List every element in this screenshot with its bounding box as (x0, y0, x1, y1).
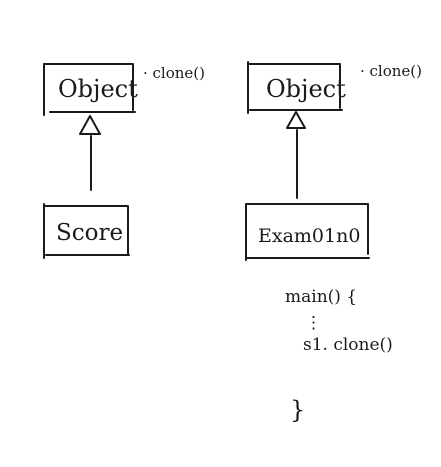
left-clone-method-note: · clone() (143, 64, 205, 82)
left-inheritance-diagram: Object · clone() Score (43, 63, 205, 259)
left-score-class-box: Score (43, 203, 130, 259)
code-line-ellipsis: ⋮ (305, 313, 322, 333)
right-clone-method-note: · clone() (360, 62, 422, 80)
right-exam-class-box: Exam01n0 (245, 203, 370, 261)
left-score-label: Score (56, 220, 123, 246)
right-inheritance-diagram: Object · clone() Exam01n0 main() { ⋮ s1.… (245, 61, 422, 424)
right-object-class-box: Object (247, 61, 346, 114)
left-object-label: Object (58, 75, 138, 103)
main-method-code: main() { ⋮ s1. clone() } (285, 287, 393, 424)
left-inheritance-arrow-head (79, 115, 101, 135)
code-line-clone-call: s1. clone() (303, 335, 393, 355)
code-line-main: main() { (285, 287, 357, 307)
right-inheritance-arrow-head (286, 111, 306, 129)
code-line-closing-brace: } (290, 396, 305, 424)
right-exam-label: Exam01n0 (258, 225, 360, 247)
left-object-class-box: Object (43, 63, 138, 116)
right-object-label: Object (266, 75, 346, 103)
